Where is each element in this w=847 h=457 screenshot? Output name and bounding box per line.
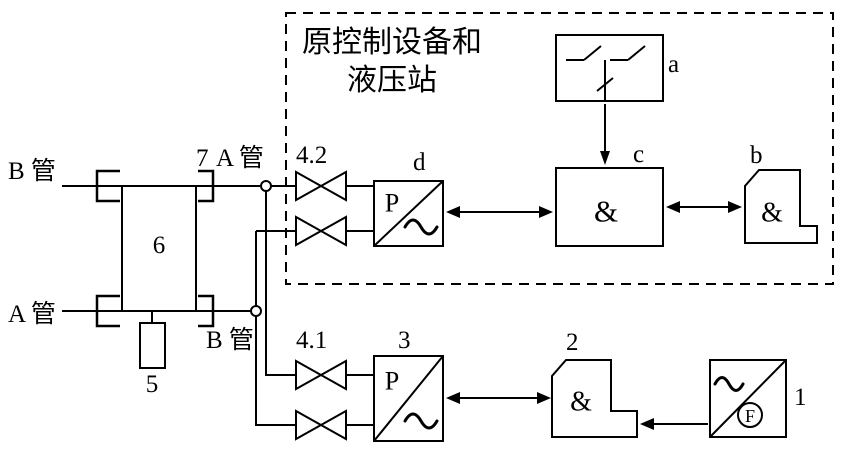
cabinet-2-and-label: &	[570, 387, 592, 418]
logic-unit-c-body	[555, 167, 664, 247]
box-3-label: 3	[398, 327, 411, 354]
pipe-b-upper-label: B 管	[8, 157, 56, 185]
sine-wave-icon	[713, 376, 745, 392]
cabinet-2-body	[551, 359, 638, 438]
pipes	[62, 185, 374, 426]
clamp-top-left	[95, 169, 120, 203]
dashed-region-boundary	[285, 12, 834, 285]
converter-1-diagonal	[709, 359, 787, 438]
flow-symbol-f-label: F	[745, 406, 755, 426]
component-6	[95, 169, 215, 328]
transducer-3: P	[373, 355, 444, 442]
logic-unit-c: &	[555, 167, 664, 247]
valve-4-2-label: 4.2	[296, 142, 327, 169]
item-7-label: 7	[196, 145, 209, 172]
item-6-label: 6	[153, 232, 166, 259]
valve-4-1-bottom-icon	[295, 409, 347, 441]
region-title-line1: 原控制设备和	[302, 26, 482, 59]
arrow-head-right-icon	[537, 392, 551, 404]
converter-1: F	[709, 359, 787, 438]
clamp-bottom-right	[198, 294, 215, 328]
branch-b-vertical	[255, 231, 296, 426]
component-5-body	[139, 322, 166, 369]
box-a-label: a	[668, 51, 679, 78]
transducer-3-p-label: P	[385, 367, 399, 396]
valve-4-1-group	[295, 359, 347, 441]
box-d-label: d	[413, 149, 426, 176]
transducer-d-body	[373, 180, 444, 247]
sine-wave-icon	[403, 218, 439, 236]
valve-4-2-bottom-icon	[295, 215, 347, 247]
box-c-label: c	[633, 141, 644, 168]
transducer-d-diagonal	[373, 180, 444, 247]
node-b-junction	[250, 305, 262, 317]
transducer-3-diagonal	[373, 355, 444, 442]
component-5	[139, 311, 166, 369]
valve-4-1-label: 4.1	[296, 327, 327, 354]
arrow-head-right-icon	[728, 201, 742, 213]
box-1-label: 1	[794, 384, 807, 411]
pipe-b-lower-right-label: B 管	[206, 326, 254, 354]
logic-unit-c-and-label: &	[594, 194, 618, 229]
transducer-d: P	[373, 180, 444, 247]
clamp-bottom-left	[95, 294, 120, 328]
arrow-head-left-icon	[446, 206, 460, 218]
arrow-head-left-icon	[640, 418, 654, 430]
transducer-3-body	[373, 355, 444, 442]
pipe-a-lower-label: A 管	[8, 300, 56, 328]
box-2-label: 2	[566, 329, 579, 356]
component-6-body	[121, 185, 197, 312]
branch-a-vertical	[265, 186, 296, 376]
arrow-head-down-icon	[600, 151, 610, 165]
cabinet-b-body	[744, 169, 818, 244]
arrow-head-left-icon	[666, 201, 680, 213]
cabinet-b-and-label: &	[761, 198, 783, 229]
arrow-head-left-icon	[446, 392, 460, 404]
sine-wave-icon	[403, 412, 439, 430]
valve-4-2-group	[295, 170, 347, 247]
item-5-label: 5	[146, 371, 159, 398]
clamp-top-right	[198, 169, 215, 203]
valve-4-1-top-icon	[295, 359, 347, 391]
box-b-label: b	[750, 142, 763, 169]
arrow-head-right-icon	[539, 206, 553, 218]
command-device-a	[555, 34, 664, 102]
node-a-junction	[260, 180, 272, 192]
command-device-a-body	[555, 34, 664, 102]
switch-contacts-icon	[566, 45, 646, 101]
signal-arrows	[446, 104, 742, 430]
converter-1-body	[709, 359, 787, 438]
pipe-a-upper-right-label: A 管	[216, 144, 264, 172]
flow-symbol-circle	[737, 402, 763, 428]
transducer-d-p-label: P	[385, 189, 399, 218]
region-title-line2: 液压站	[347, 64, 437, 97]
cabinet-b: &	[744, 169, 818, 244]
cabinet-2: &	[551, 359, 638, 438]
valve-4-2-top-icon	[295, 170, 347, 202]
